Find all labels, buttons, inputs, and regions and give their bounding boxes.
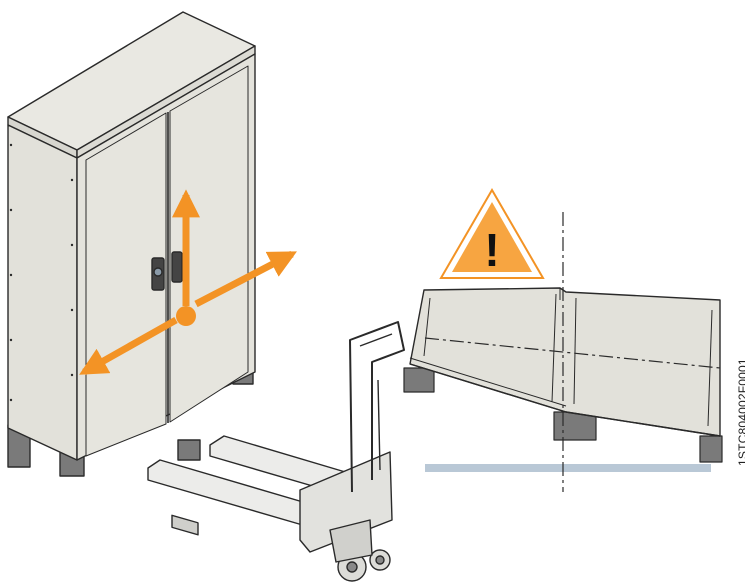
move-arrow-right-icon (194, 250, 297, 308)
move-arrow-left-icon (79, 316, 178, 376)
warning-symbol: ! (484, 224, 499, 276)
floor-line (425, 464, 711, 472)
warning-triangle-icon: ! (439, 188, 545, 279)
tilted-cabinet-detail (403, 212, 723, 492)
pallet-truck (147, 321, 405, 582)
center-of-gravity-dot (176, 306, 196, 326)
cabinet-side (7, 124, 78, 461)
figure-code: 1STC804002F0001 (736, 358, 745, 466)
right-door (169, 65, 249, 423)
cabinet (7, 11, 256, 477)
door-handles (151, 251, 183, 291)
movement-arrows (79, 189, 297, 376)
